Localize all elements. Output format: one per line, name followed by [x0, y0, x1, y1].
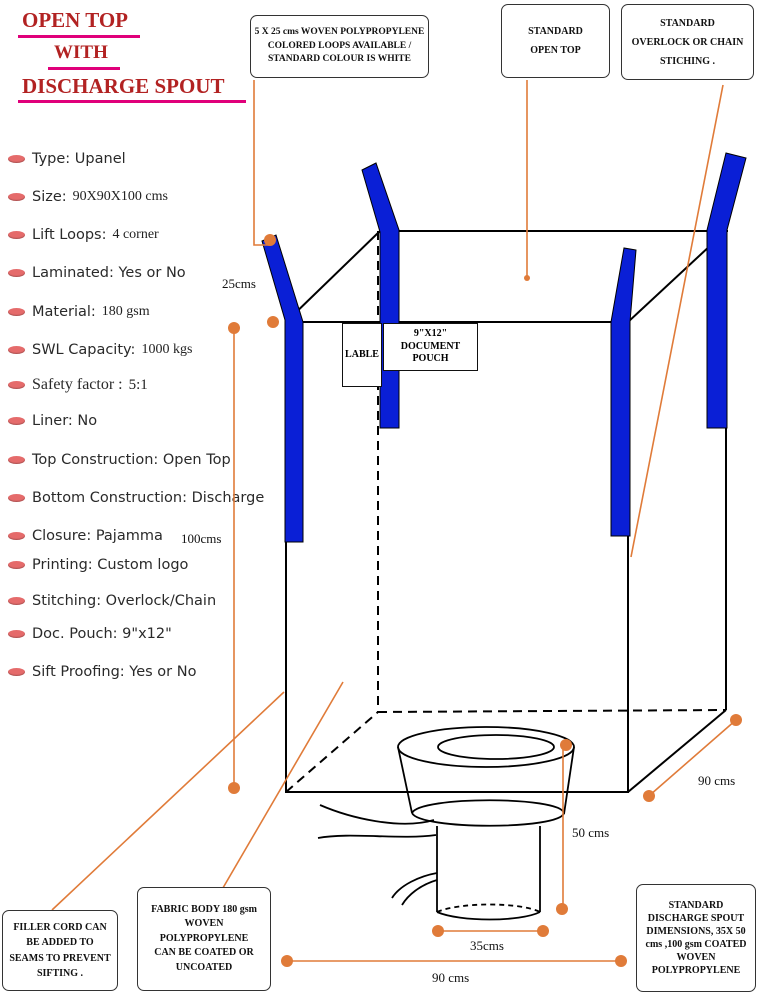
- bullet-icon: [8, 417, 25, 425]
- bag-top-left-diagonal: [285, 230, 381, 323]
- spec-doc-pouch: Doc. Pouch: 9"x12": [8, 626, 172, 642]
- dim-width: 90 cms: [432, 970, 470, 985]
- dim-loop-length: 25cms: [222, 276, 256, 291]
- lable-tag: LABLE: [342, 323, 382, 387]
- title-open-top: OPEN TOP: [22, 8, 128, 32]
- spout-right-flare: [563, 746, 575, 815]
- bullet-icon: [8, 231, 25, 239]
- spout-tube-bottom-back: [436, 903, 541, 913]
- dim-depth: 90 cms: [698, 773, 736, 788]
- spec-sift-proofing: Sift Proofing: Yes or No: [8, 664, 196, 680]
- leader-stitching: [630, 84, 724, 558]
- dim-height: 100cms: [181, 531, 222, 546]
- dot-height-bottom: [228, 782, 240, 794]
- loop-front-right: [610, 247, 637, 537]
- loop-front-left: [261, 234, 304, 543]
- bullet-icon: [8, 630, 25, 638]
- bullet-icon: [8, 381, 25, 389]
- spec-safety-factor: Safety factor :5:1: [8, 376, 148, 394]
- bullet-icon: [8, 155, 25, 163]
- dot-spout-w-left: [432, 925, 444, 937]
- document-pouch: 9"X12" DOCUMENT POUCH: [383, 323, 478, 371]
- leader-fabric: [219, 681, 344, 894]
- bag-bottom-right-diagonal: [627, 709, 727, 793]
- loop-back-left: [361, 162, 400, 429]
- spec-closure: Closure: Pajamma: [8, 528, 163, 544]
- dot-spout-w-right: [537, 925, 549, 937]
- spec-stitching: Stitching: Overlock/Chain: [8, 593, 216, 609]
- bullet-icon: [8, 561, 25, 569]
- bullet-icon: [8, 597, 25, 605]
- dot-spout-top: [560, 739, 572, 751]
- bullet-icon: [8, 456, 25, 464]
- dot-height-top: [228, 322, 240, 334]
- spec-type: Type: Upanel: [8, 151, 126, 167]
- spout-tie-4: [401, 879, 438, 906]
- spout-top-ellipse: [397, 726, 575, 768]
- callout-open-top: STANDARD OPEN TOP: [501, 4, 610, 78]
- bullet-icon: [8, 346, 25, 354]
- leader-filler: [51, 691, 285, 911]
- dot-loop-bottom: [267, 316, 279, 328]
- spec-swl-capacity: SWL Capacity:1000 kgs: [8, 342, 192, 358]
- spout-inner-ellipse: [437, 734, 555, 760]
- dot-loop-top: [264, 234, 276, 246]
- spout-mid-ellipse: [411, 799, 565, 827]
- dot-depth-bottom: [643, 790, 655, 802]
- title-discharge-spout: DISCHARGE SPOUT: [22, 74, 225, 98]
- title-with: WITH: [54, 42, 108, 63]
- spout-tie-1: [319, 804, 435, 825]
- spec-material: Material:180 gsm: [8, 304, 150, 320]
- leader-depth: [649, 719, 737, 796]
- spec-printing: Printing: Custom logo: [8, 557, 188, 573]
- spout-tie-2: [317, 834, 437, 839]
- spout-tie-3: [391, 872, 438, 899]
- dim-spout-width: 35cms: [470, 938, 504, 953]
- dot-spout-bottom: [556, 903, 568, 915]
- bag-front-face: [285, 321, 629, 793]
- title-underline-1: [18, 35, 140, 38]
- spout-left-flare: [397, 746, 413, 814]
- spec-top-construction: Top Construction: Open Top: [8, 452, 231, 468]
- loop-back-right: [706, 152, 747, 429]
- bullet-icon: [8, 308, 25, 316]
- callout-spout: STANDARD DISCHARGE SPOUT DIMENSIONS, 35X…: [636, 884, 756, 992]
- title-underline-2: [48, 67, 120, 70]
- title-underline-3: [18, 100, 246, 103]
- dot-width-right: [615, 955, 627, 967]
- spout-tube-bottom: [436, 911, 541, 921]
- bullet-icon: [8, 494, 25, 502]
- dot-open-top: [524, 275, 530, 281]
- spec-lift-loops: Lift Loops:4 corner: [8, 227, 159, 243]
- dot-depth-top: [730, 714, 742, 726]
- bag-hidden-bottom-back-edge: [377, 709, 727, 713]
- callout-stitching: STANDARD OVERLOCK OR CHAIN STICHING .: [621, 4, 754, 80]
- callout-filler: FILLER CORD CAN BE ADDED TO SEAMS TO PRE…: [2, 910, 118, 991]
- leader-loops: [253, 80, 270, 246]
- callout-fabric: FABRIC BODY 180 gsm WOVEN POLYPROPYLENE …: [137, 887, 271, 991]
- callout-loops: 5 X 25 cms WOVEN POLYPROPYLENE COLORED L…: [250, 15, 429, 78]
- bullet-icon: [8, 532, 25, 540]
- spec-liner: Liner: No: [8, 413, 97, 429]
- spec-laminated: Laminated: Yes or No: [8, 265, 186, 281]
- bullet-icon: [8, 193, 25, 201]
- spec-size: Size:90X90X100 cms: [8, 189, 168, 205]
- bag-hidden-bottom-left-diagonal: [285, 711, 379, 793]
- bullet-icon: [8, 668, 25, 676]
- bullet-icon: [8, 269, 25, 277]
- spec-bottom-construction: Bottom Construction: Discharge: [8, 490, 264, 506]
- dim-spout-height: 50 cms: [572, 825, 610, 840]
- dot-width-left: [281, 955, 293, 967]
